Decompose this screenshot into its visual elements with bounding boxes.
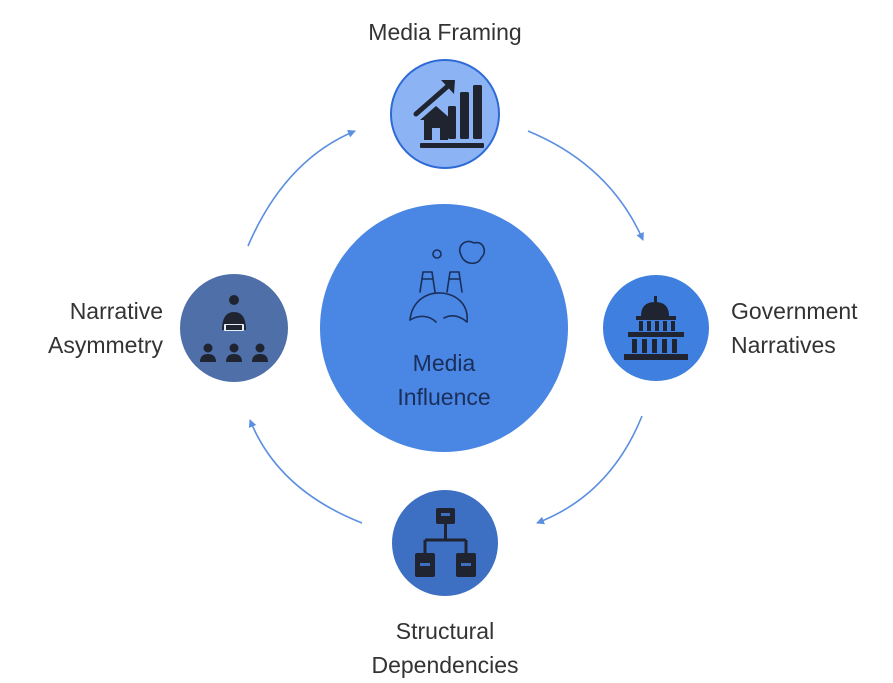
label-government-narratives-line2: Narratives <box>731 332 836 358</box>
speaker-audience-icon <box>200 295 268 362</box>
center-title-line1: Media <box>412 350 476 376</box>
label-government-narratives: Government Narratives <box>731 294 858 362</box>
center-title: Media Influence <box>344 346 544 414</box>
capitol-building-icon <box>624 296 688 360</box>
arrow-left-to-top <box>247 129 356 247</box>
center-title-line2: Influence <box>397 384 491 410</box>
label-structural-dependencies-line2: Dependencies <box>371 652 519 678</box>
chart-house-icon <box>413 80 484 148</box>
label-structural-dependencies-line1: Structural <box>395 618 495 644</box>
label-narrative-asymmetry: Narrative Asymmetry <box>18 294 163 362</box>
hierarchy-icon <box>415 508 476 577</box>
arrow-bottom-to-left <box>248 419 363 524</box>
label-structural-dependencies: Structural Dependencies <box>300 614 590 682</box>
arrow-top-to-right <box>527 130 644 241</box>
label-media-framing-line1: Media Framing <box>368 19 522 45</box>
label-media-framing: Media Framing <box>300 15 590 49</box>
arrow-right-to-bottom <box>536 415 643 525</box>
node-structural-dependencies <box>392 490 498 596</box>
center-circle <box>320 204 568 452</box>
label-narrative-asymmetry-line1: Narrative <box>69 298 163 324</box>
label-narrative-asymmetry-line2: Asymmetry <box>48 332 163 358</box>
label-government-narratives-line1: Government <box>731 298 858 324</box>
factory-smoke-icon <box>409 240 486 323</box>
